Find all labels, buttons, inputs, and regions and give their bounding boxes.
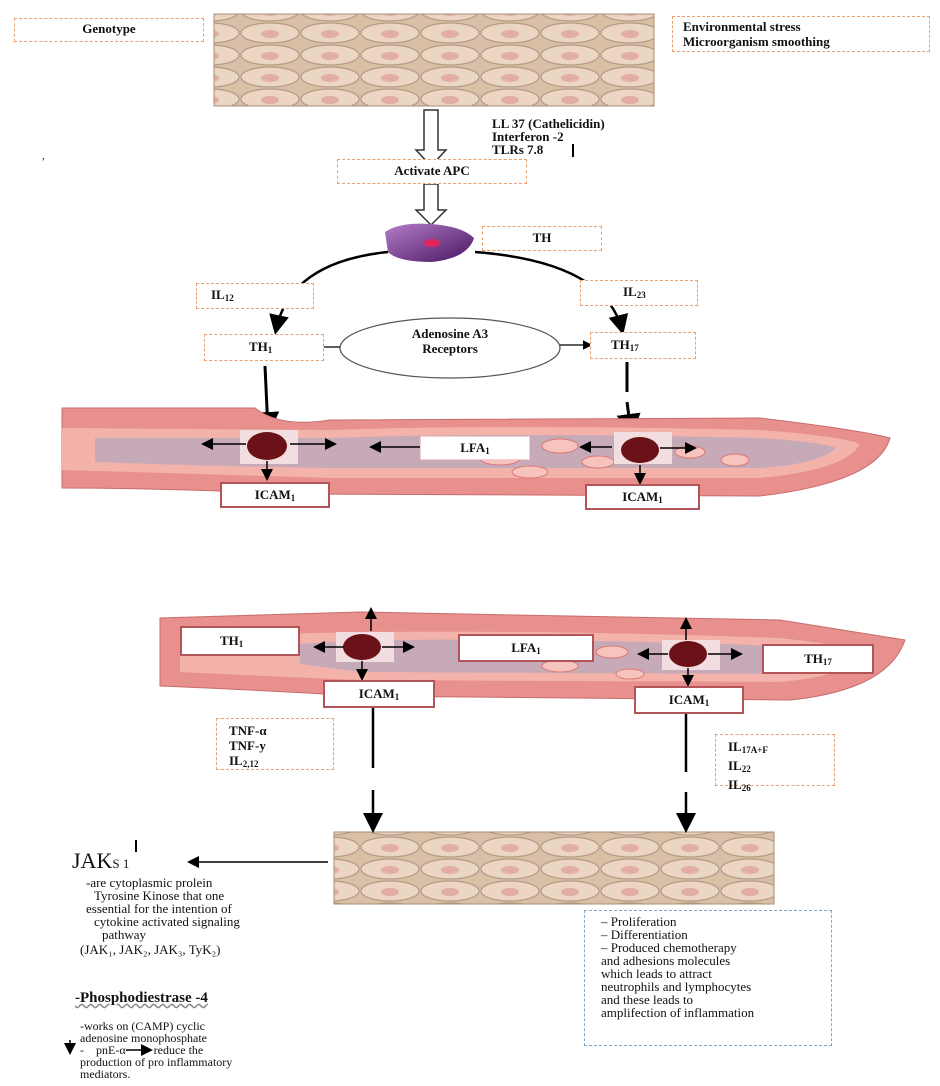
lfa1-label: LFA [460, 440, 485, 455]
cytokine-item: IL17A+F [728, 739, 834, 758]
mediators-list: LL 37 (Cathelicidin) Interferon -2 TLRs … [492, 117, 605, 156]
mediator-item: TLRs 7.8 [492, 143, 605, 156]
th1-box-bottom: TH1 [180, 626, 300, 656]
cytokine-subscript: 26 [742, 783, 751, 793]
th17-subscript: 17 [630, 343, 639, 353]
activate-apc-box: Activate APC [337, 159, 527, 184]
th17-subscript: 17 [823, 657, 832, 667]
lfa1-subscript: 1 [536, 646, 541, 656]
lfa1-box-top: LFA1 [420, 436, 530, 460]
cytokine-label: IL [728, 758, 742, 773]
cytokine-label: TNF-y [229, 738, 266, 753]
icam1-box-top-right: ICAM1 [585, 484, 700, 510]
il12-subscript: 12 [225, 293, 234, 303]
cytokine-label: IL [728, 777, 742, 792]
il23-label: IL [623, 284, 637, 299]
activate-apc-label: Activate APC [394, 163, 469, 178]
il12-label: IL [211, 287, 225, 302]
cytokine-item: TNF-y [229, 738, 333, 753]
hollow-arrow-skin-to-apc [416, 110, 446, 166]
icam-subscript: 1 [395, 692, 400, 702]
jaks-title: JAKS 1 [72, 848, 129, 874]
cytokine-item: IL26 [728, 777, 834, 796]
icam-label: ICAM [359, 686, 395, 701]
environment-box: Environmental stress Microorganism smoot… [672, 16, 930, 52]
skin-tissue-top [214, 14, 654, 106]
cytokine-label: IL [728, 739, 742, 754]
cytokine-item: TNF-α [229, 723, 333, 738]
environment-line-1: Environmental stress [683, 19, 929, 34]
icam-subscript: 1 [705, 698, 710, 708]
th17-box-bottom: TH17 [762, 644, 874, 674]
icam1-box-bottom-left: ICAM1 [323, 680, 435, 708]
cytokine-subscript: 2,12 [243, 759, 259, 769]
icam-subscript: 1 [291, 493, 296, 503]
pde4-desc-line: mediators. [80, 1068, 232, 1080]
lfa1-label: LFA [511, 640, 536, 655]
th17-label: TH [611, 337, 630, 352]
il23-box: IL23 [580, 280, 698, 306]
icam1-box-top-left: ICAM1 [220, 482, 330, 508]
th1-label: TH [249, 339, 268, 354]
th1-subscript: 1 [268, 345, 273, 355]
environment-line-2: Microorganism smoothing [683, 34, 929, 49]
th1-box-top: TH1 [204, 334, 324, 361]
cytokine-item: IL22 [728, 758, 834, 777]
skin-tissue-bottom [334, 832, 774, 904]
cytokine-label: IL [229, 753, 243, 768]
il12-box: IL12 [196, 283, 314, 309]
cytokine-subscript: 22 [742, 764, 751, 774]
icam-label: ICAM [669, 692, 705, 707]
adenosine-line-2: Receptors [370, 341, 530, 356]
jaks-desc-line: pathway [86, 928, 240, 941]
lfa1-box-bottom: LFA1 [458, 634, 594, 662]
hollow-arrow-apc-to-th [416, 184, 446, 225]
adenosine-text: Adenosine A3 Receptors [370, 326, 530, 356]
lfa1-subscript: 1 [485, 446, 490, 456]
th17-label: TH [804, 651, 823, 666]
cytokine-label: TNF-α [229, 723, 267, 738]
adenosine-line-1: Adenosine A3 [370, 326, 530, 341]
right-cytokines-box: IL17A+F IL22 IL26 [715, 734, 835, 786]
icam-label: ICAM [622, 489, 658, 504]
pde4-title: -Phosphodiestrase -4 [75, 990, 208, 1007]
th17-box-top: TH17 [590, 332, 696, 359]
outcomes-box: – Proliferation – Differentiation – Prod… [584, 910, 832, 1046]
left-cytokines-box: TNF-α TNF-y IL2,12 [216, 718, 334, 770]
jaks-list: (JAK₁, JAK₂, JAK₃, TyK₂) [80, 942, 220, 958]
th1-label: TH [220, 633, 239, 648]
th-label: TH [533, 230, 552, 245]
icam-subscript: 1 [658, 495, 663, 505]
il23-subscript: 23 [637, 290, 646, 300]
pde4-description: -works on (CAMP) cyclic adenosine monoph… [80, 1020, 232, 1080]
icam1-box-bottom-right: ICAM1 [634, 686, 744, 714]
genotype-box: Genotype [14, 18, 204, 42]
jaks-title-subscript: S 1 [112, 856, 129, 871]
th1-subscript: 1 [239, 639, 244, 649]
cytokine-item: IL2,12 [229, 753, 333, 772]
cytokine-subscript: 17A+F [742, 745, 768, 755]
outcome-line: amplifection of inflammation [601, 1006, 831, 1019]
apc-cell [385, 224, 474, 262]
jaks-description: -are cytoplasmic prolein Tyrosine Kinose… [86, 876, 240, 941]
icam-label: ICAM [255, 487, 291, 502]
jaks-title-text: JAK [72, 848, 112, 873]
th-box: TH [482, 226, 602, 251]
genotype-label: Genotype [82, 21, 135, 36]
stray-mark: , [42, 150, 45, 162]
